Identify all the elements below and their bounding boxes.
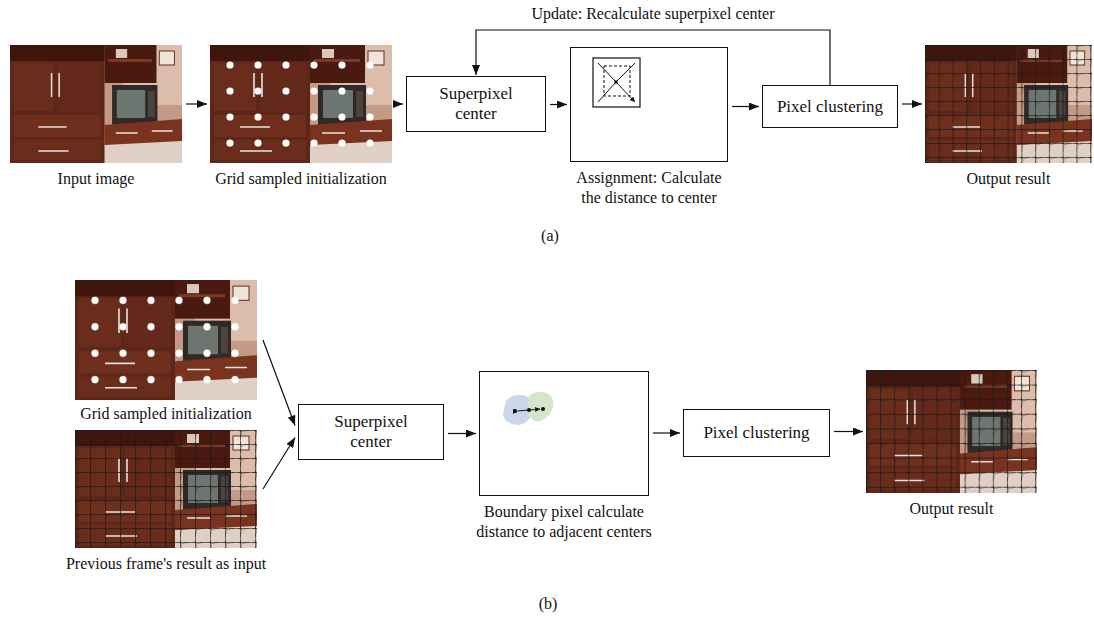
caption: Assignment: Calculate the distance to ce… xyxy=(569,168,729,208)
grid-photo xyxy=(210,45,392,163)
flow-arrow xyxy=(653,432,680,433)
photo-node: Grid sampled initialization xyxy=(75,280,257,424)
photo-node: Previous frame's result as input xyxy=(75,430,257,574)
boundary-dot xyxy=(527,408,531,412)
caption: Output result xyxy=(910,499,994,519)
photo-frame xyxy=(925,45,1092,163)
photo-node: Output result xyxy=(925,45,1092,189)
center-dot xyxy=(513,409,517,413)
superpixel-overlay xyxy=(925,45,1092,163)
process-box: Pixel clustering xyxy=(683,409,830,457)
output-photo xyxy=(866,370,1037,493)
photo-node: Input image xyxy=(10,45,182,189)
caption: Grid sampled initialization xyxy=(215,169,387,189)
outline-box xyxy=(479,371,649,496)
photo-node: Grid sampled initialization xyxy=(210,45,392,189)
panel-label: (a) xyxy=(541,226,559,246)
grid-dots xyxy=(210,45,392,163)
flow-arrow xyxy=(186,103,207,104)
box-label: Superpixel center xyxy=(426,84,526,124)
center-dot xyxy=(541,407,545,411)
box-label: Pixel clustering xyxy=(703,423,809,443)
photo-frame xyxy=(10,45,182,163)
photo-frame xyxy=(210,45,392,163)
flow-arrow xyxy=(550,104,567,105)
flow-arrow xyxy=(902,103,922,104)
caption: Grid sampled initialization xyxy=(80,404,252,424)
grid-dots xyxy=(75,280,257,400)
caption: Output result xyxy=(967,169,1051,189)
distance-arrow xyxy=(518,410,528,411)
process-box: Superpixel center xyxy=(406,76,546,132)
flow-arrow xyxy=(834,431,863,432)
search-window xyxy=(593,58,640,107)
distance-arrows xyxy=(598,63,635,102)
edge-label: Update: Recalculate superpixel center xyxy=(529,4,778,24)
flow-arrow xyxy=(448,433,476,434)
photo-frame xyxy=(866,370,1037,493)
flow-arrow xyxy=(396,103,403,104)
superpixel-overlay xyxy=(866,370,1037,493)
superpixel-overlay xyxy=(75,430,257,548)
caption: Input image xyxy=(58,169,135,189)
photo-node: Output result xyxy=(866,370,1037,519)
flow-arrow xyxy=(263,438,295,490)
illustration-box: Boundary pixel calculate distance to adj… xyxy=(479,371,649,542)
distance-arrow xyxy=(530,409,540,410)
grid-photo xyxy=(75,280,257,400)
box-label: Pixel clustering xyxy=(777,97,883,117)
input-photo xyxy=(10,45,182,163)
superpixel-blob xyxy=(528,392,554,422)
panel-label: (b) xyxy=(539,594,558,614)
process-box: Pixel clustering xyxy=(762,85,898,128)
caption: Previous frame's result as input xyxy=(66,554,266,574)
outline-box xyxy=(570,47,728,162)
process-box: Superpixel center xyxy=(298,404,444,460)
flow-arrow xyxy=(732,106,759,107)
box-label: Superpixel center xyxy=(321,412,421,452)
previous-photo xyxy=(75,430,257,548)
photo-frame xyxy=(75,280,257,400)
caption: Boundary pixel calculate distance to adj… xyxy=(469,502,659,542)
illustration-box: Assignment: Calculate the distance to ce… xyxy=(570,47,728,208)
flow-arrow xyxy=(263,340,295,426)
output-photo xyxy=(925,45,1092,163)
photo-frame xyxy=(75,430,257,548)
